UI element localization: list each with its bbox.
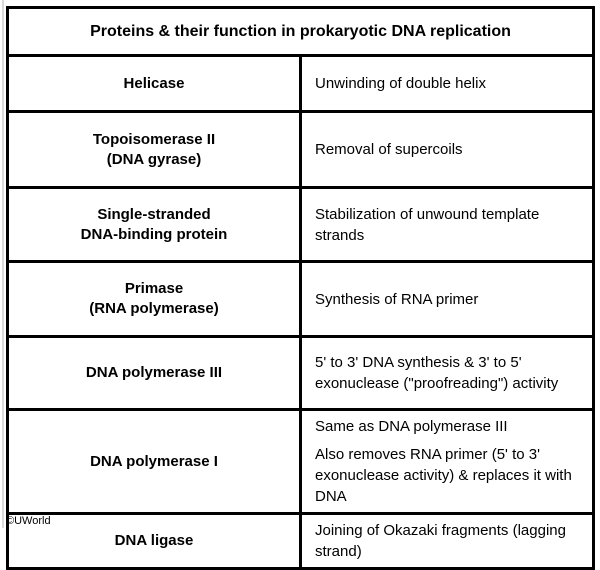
function-text: Unwinding of double helix bbox=[315, 75, 486, 92]
table-row: Helicase Unwinding of double helix bbox=[6, 54, 595, 113]
function-cell: Removal of supercoils bbox=[299, 110, 595, 189]
page-edge bbox=[2, 0, 4, 528]
table-title: Proteins & their function in prokaryotic… bbox=[6, 6, 595, 57]
table-title-row: Proteins & their function in prokaryotic… bbox=[6, 6, 595, 57]
table-row: Primase (RNA polymerase) Synthesis of RN… bbox=[6, 260, 595, 338]
function-cell: Unwinding of double helix bbox=[299, 54, 595, 113]
table-row: DNA ligase Joining of Okazaki fragments … bbox=[6, 512, 595, 570]
function-cell: Same as DNA polymerase III Also removes … bbox=[299, 408, 595, 515]
function-text: Stabilization of unwound template strand… bbox=[315, 205, 540, 244]
protein-name: Primase (RNA polymerase) bbox=[6, 260, 302, 338]
function-text: Joining of Okazaki fragments (lagging st… bbox=[315, 522, 566, 560]
protein-name: DNA ligase bbox=[6, 512, 302, 570]
function-cell: Stabilization of unwound template strand… bbox=[299, 186, 595, 263]
protein-name: DNA polymerase III bbox=[6, 335, 302, 411]
protein-name: Helicase bbox=[6, 54, 302, 113]
function-text: Removal of supercoils bbox=[315, 141, 463, 158]
table-row: DNA polymerase III 5' to 3' DNA synthesi… bbox=[6, 335, 595, 411]
table-row: DNA polymerase I Same as DNA polymerase … bbox=[6, 408, 595, 515]
function-text: Same as DNA polymerase III bbox=[315, 418, 508, 435]
table-row: Topoisomerase II (DNA gyrase) Removal of… bbox=[6, 110, 595, 189]
copyright-notice: ©UWorld bbox=[6, 515, 51, 527]
protein-function-table: Proteins & their function in prokaryotic… bbox=[6, 6, 595, 570]
function-cell: 5' to 3' DNA synthesis & 3' to 5' exonuc… bbox=[299, 335, 595, 411]
protein-name: Topoisomerase II (DNA gyrase) bbox=[6, 110, 302, 189]
function-cell: Synthesis of RNA primer bbox=[299, 260, 595, 338]
function-text: 5' to 3' DNA synthesis & 3' to 5' exonuc… bbox=[315, 354, 559, 392]
function-text-secondary: Also removes RNA primer (5' to 3' exonuc… bbox=[315, 446, 572, 505]
protein-name: DNA polymerase I bbox=[6, 408, 302, 515]
table-row: Single-stranded DNA-binding protein Stab… bbox=[6, 186, 595, 263]
function-text: Synthesis of RNA primer bbox=[315, 290, 479, 308]
function-cell: Joining of Okazaki fragments (lagging st… bbox=[299, 512, 595, 570]
protein-name: Single-stranded DNA-binding protein bbox=[6, 186, 302, 263]
